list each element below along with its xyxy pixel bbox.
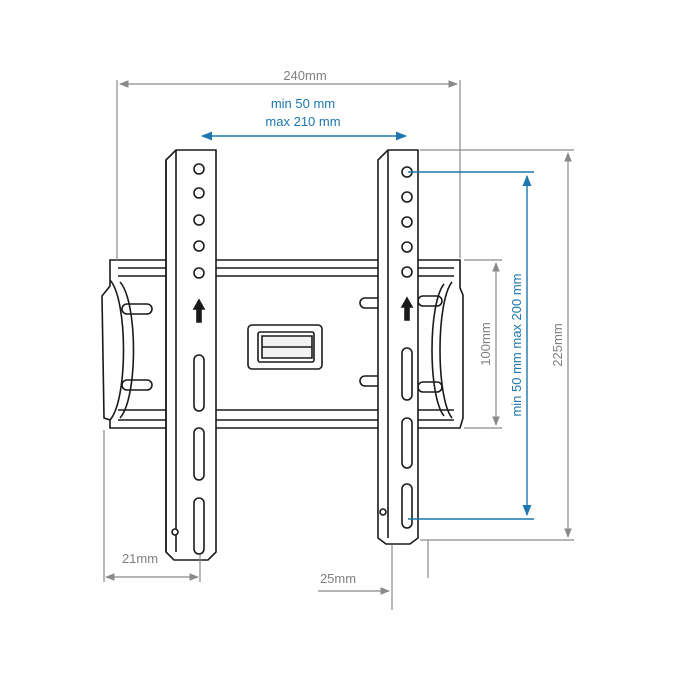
rail-screw	[379, 508, 387, 516]
center-lock	[247, 324, 323, 370]
blue-dimension-lines	[200, 131, 534, 520]
rail-slot	[401, 483, 413, 529]
rail-hole	[193, 267, 205, 279]
rail-hole	[401, 266, 413, 278]
rail-hole	[193, 240, 205, 252]
wall-slot	[121, 303, 153, 315]
left-rail	[165, 149, 217, 561]
rail-slot	[193, 427, 205, 481]
vesa-horizontal-min-label: min 50 mm	[271, 96, 335, 111]
rail-slot	[401, 347, 413, 401]
overall-height-label: 225mm	[550, 323, 565, 366]
wall-slot	[121, 379, 153, 391]
rail-slot	[193, 497, 205, 555]
rail-width-label: 21mm	[122, 551, 158, 566]
right-rail	[377, 149, 419, 545]
up-arrow-icon	[400, 296, 414, 321]
rail-slot	[401, 417, 413, 469]
rail-hole	[193, 187, 205, 199]
rail-hole	[401, 241, 413, 253]
rail-hole	[401, 216, 413, 228]
rail-hole	[401, 191, 413, 203]
depth-label: 25mm	[320, 571, 356, 586]
wall-plate-height-label: 100mm	[478, 322, 493, 365]
rail-screw	[171, 528, 179, 536]
vesa-vertical-label: min 50 mm max 200 mm	[509, 273, 524, 416]
vesa-horizontal-max-label: max 210 mm	[265, 114, 340, 129]
gray-dimension-lines	[103, 80, 574, 610]
rail-slot	[193, 354, 205, 412]
overall-width-label: 240mm	[283, 68, 326, 83]
rail-hole	[193, 163, 205, 175]
up-arrow-icon	[192, 298, 206, 323]
rail-hole	[193, 214, 205, 226]
